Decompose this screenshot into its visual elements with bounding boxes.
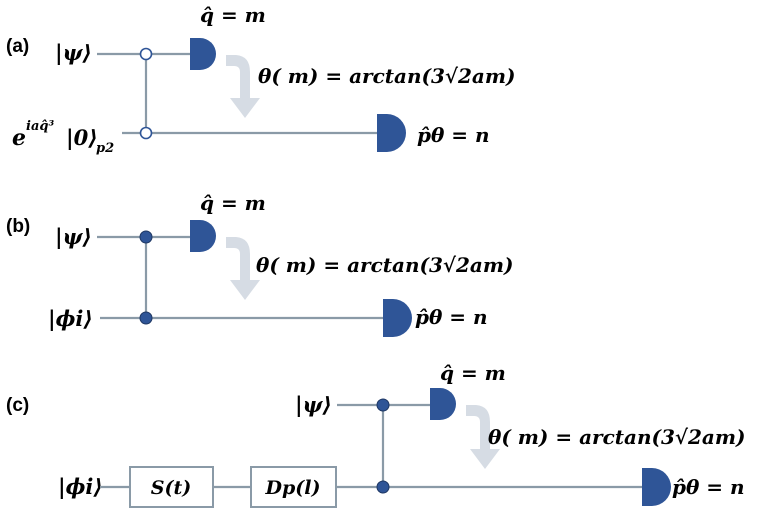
panel-a-label: (a) <box>6 36 29 57</box>
panel-a-detector-bottom-icon <box>377 114 406 152</box>
panel-a-feedforward-arrow-icon <box>226 55 260 118</box>
panel-a: (a) |ψ⟩ e iaq̂³ |0⟩ p2 q̂ = m θ( m) = ar… <box>6 3 516 156</box>
panel-b-feedforward-arrow-icon <box>226 237 260 300</box>
panel-c-input-phi: |ϕi⟩ <box>58 474 103 499</box>
panel-c-detector-top-icon <box>430 388 456 420</box>
panel-b-detector-top-icon <box>190 220 216 252</box>
panel-a-input-sub: p2 <box>96 141 114 156</box>
panel-c: (c) |ψ⟩ |ϕi⟩ S(t) Dp(l) q̂ = m θ( m) = a… <box>6 361 746 508</box>
panel-a-detector-top-icon <box>190 38 216 70</box>
panel-c-control-dot-top <box>376 398 390 412</box>
panel-b-measure-p: p̂θ = n <box>415 305 488 329</box>
panel-b-detector-bottom-icon <box>383 299 412 337</box>
panel-b-control-dot-bottom <box>139 311 153 325</box>
panel-b-control-dot-top <box>139 230 153 244</box>
panel-c-label: (c) <box>6 395 29 416</box>
panel-a-measure-q: q̂ = m <box>200 3 266 27</box>
panel-b-measure-q: q̂ = m <box>200 191 266 215</box>
panel-b: (b) |ψ⟩ |ϕi⟩ q̂ = m θ( m) = arctan(3√2am… <box>6 191 514 337</box>
panel-c-displacement-label: Dp(l) <box>265 477 321 499</box>
panel-a-input-ket0: |0⟩ <box>66 125 98 150</box>
panel-c-squeeze-gate <box>129 466 214 508</box>
panel-c-control-dot-bottom <box>376 480 390 494</box>
panel-a-control-dot-bottom <box>139 126 153 140</box>
panel-c-squeeze-label: S(t) <box>151 477 191 499</box>
panel-c-displacement-gate <box>250 466 337 508</box>
panel-c-detector-bottom-icon <box>642 468 671 506</box>
panel-a-input-psi: |ψ⟩ <box>55 40 92 65</box>
panel-a-input-exp: e <box>12 125 26 151</box>
panel-a-angle: θ( m) = arctan(3√2am) <box>258 64 516 88</box>
panel-b-input-phi: |ϕi⟩ <box>48 306 93 331</box>
panel-c-feedforward-arrow-icon <box>466 405 500 469</box>
panel-a-measure-p: p̂θ = n <box>417 123 490 147</box>
panel-a-input-exp-sup: iaq̂³ <box>26 119 54 134</box>
panel-c-angle: θ( m) = arctan(3√2am) <box>488 425 746 449</box>
panel-b-input-psi: |ψ⟩ <box>55 224 92 249</box>
panel-c-input-psi: |ψ⟩ <box>295 392 332 417</box>
panel-c-measure-q: q̂ = m <box>440 361 506 385</box>
panel-b-angle: θ( m) = arctan(3√2am) <box>256 253 514 277</box>
panel-a-control-dot-top <box>139 47 153 61</box>
panel-b-label: (b) <box>6 216 30 237</box>
panel-c-measure-p: p̂θ = n <box>672 475 745 499</box>
